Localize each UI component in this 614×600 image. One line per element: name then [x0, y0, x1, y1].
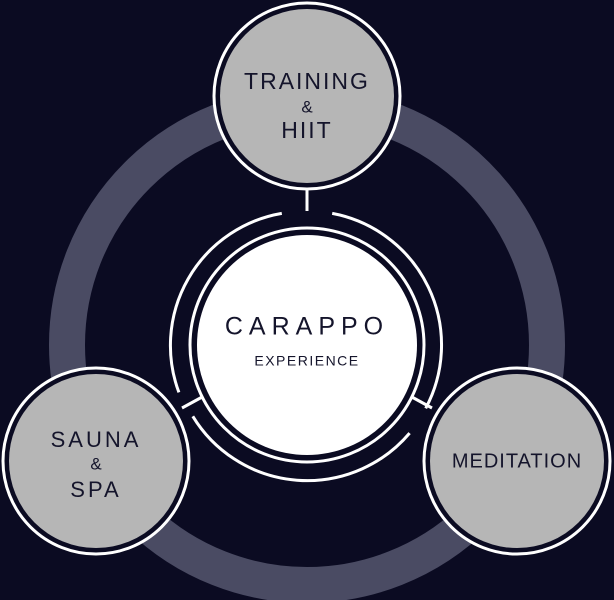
center-node: CARAPPO EXPERIENCE — [188, 226, 426, 464]
center-arc-top-left — [168, 211, 283, 393]
node-sauna-line2: & — [90, 454, 102, 473]
connector-sauna — [181, 394, 205, 410]
node-meditation: MEDITATION — [422, 366, 612, 556]
center-arc-bottom — [191, 415, 411, 483]
node-sauna-disc — [9, 374, 183, 548]
node-training-disc — [220, 9, 394, 183]
center-brand: CARAPPO — [225, 313, 389, 341]
node-training-line2: & — [301, 97, 313, 116]
center-subtitle: EXPERIENCE — [254, 353, 359, 369]
connector-meditation — [409, 394, 433, 410]
center-arc-top-right — [331, 211, 444, 410]
node-sauna: SAUNA & SPA — [1, 366, 191, 556]
node-meditation-disc — [430, 374, 604, 548]
node-training-line1: TRAINING — [244, 68, 370, 94]
node-sauna-line1: SAUNA — [51, 427, 142, 452]
node-training: TRAINING & HIIT — [212, 1, 402, 191]
center-node-disc — [197, 235, 417, 455]
node-training-line3: HIIT — [281, 117, 332, 143]
node-sauna-line3: SPA — [70, 477, 121, 502]
node-meditation-line1: MEDITATION — [452, 450, 582, 472]
